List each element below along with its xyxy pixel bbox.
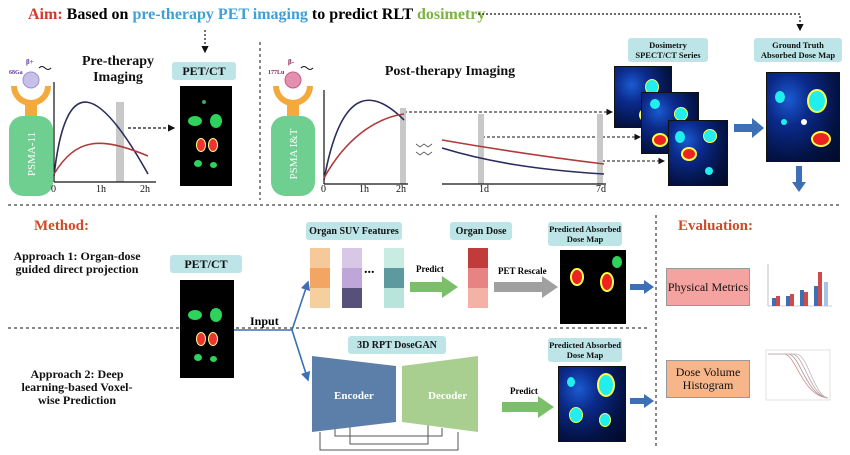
aim-text-pet: pre-therapy PET imaging <box>132 6 308 23</box>
aim-text-dosimetry: dosimetry <box>416 6 486 23</box>
input-fork-up <box>291 280 311 331</box>
organ-suv-features-label: Organ SUV Features <box>306 222 402 240</box>
evaluation-heading: Evaluation: <box>678 218 754 234</box>
pre-isotope-label: 68Ga <box>9 70 23 76</box>
predict-label-1: Predict <box>416 264 444 274</box>
pre-curve-dark <box>53 101 149 177</box>
predicted-map-1-label: Predicted Absorbed Dose Map <box>548 222 622 246</box>
post-tick-1h: 1h <box>359 184 369 195</box>
post-curve-red-early <box>323 113 405 179</box>
method-pet-ct-scan <box>180 280 234 378</box>
post-receptor-stem <box>287 102 299 116</box>
map1-to-metrics-arrow <box>630 280 654 294</box>
skip-connection-3 <box>319 432 459 451</box>
aim-title: Aim: Based on pre-therapy PET imaging to… <box>28 6 485 24</box>
post-tick-2h: 2h <box>396 184 406 195</box>
post-curve-red-late <box>441 139 605 165</box>
pre-tick-0: 0 <box>51 184 56 195</box>
skip-connection-1 <box>334 428 443 437</box>
dosegan-label: 3D RPT DoseGAN <box>348 336 446 354</box>
dosimetry-map-3 <box>668 120 728 186</box>
post-emission-label: β- <box>288 58 295 66</box>
aim-dotted-connector <box>478 13 804 32</box>
organ-suv-feature-blocks <box>310 248 404 308</box>
pre-ligand-label: PSMA-11 <box>26 131 38 177</box>
decoder-label: Decoder <box>428 390 468 402</box>
pre-pet-ct-label: PET/CT <box>172 62 236 80</box>
series-to-truth-arrow <box>734 118 764 138</box>
dose-volume-histogram-box: Dose Volume Histogram <box>666 360 750 398</box>
aim-label: Aim: <box>28 6 63 23</box>
post-emission-wave <box>300 66 314 70</box>
predict-arrow-1 <box>410 276 458 298</box>
pet-rescale-label: PET Rescale <box>498 266 547 276</box>
post-isotope-sphere <box>284 71 302 89</box>
post-receptor-shape <box>273 86 313 106</box>
pre-emission-label: β+ <box>26 58 34 66</box>
post-curve-dark-late <box>441 147 605 175</box>
physical-metrics-box: Physical Metrics <box>666 268 750 306</box>
dosegan-network <box>312 356 478 432</box>
truth-down-arrow <box>792 166 806 192</box>
pre-curve-red <box>53 142 149 175</box>
pre-psma-illustration <box>9 66 53 196</box>
post-window-1d <box>478 114 484 184</box>
input-label: Input <box>250 314 279 328</box>
predicted-map-1-image <box>560 250 626 324</box>
post-tick-0: 0 <box>321 184 326 195</box>
physical-metrics-thumbnail <box>767 264 832 307</box>
post-therapy-curve-plot <box>323 90 606 185</box>
approach-2-text: Approach 2: Deep learning-based Voxel-wi… <box>21 367 133 407</box>
predict-arrow-2 <box>502 396 554 418</box>
predicted-map-2-image <box>558 366 626 442</box>
post-psma-illustration <box>271 66 315 196</box>
post-isotope-label: 177Lu <box>268 70 285 76</box>
post-ligand-body <box>271 116 315 196</box>
predicted-map-2-label: Predicted Absorbed Dose Map <box>548 338 622 362</box>
pre-emission-wave <box>38 66 52 70</box>
post-tick-7d: 7d <box>596 184 606 195</box>
skip-connection-2 <box>349 424 429 445</box>
ground-truth-label: Ground Truth Absorbed Dose Map <box>754 38 842 62</box>
predict-label-2: Predict <box>510 386 538 396</box>
pet-rescale-arrow <box>494 276 558 298</box>
dosimetry-series-label: Dosimetry SPECT/CT Series <box>628 38 708 62</box>
post-therapy-heading: Post-therapy Imaging <box>384 64 516 79</box>
encoder-block <box>312 356 396 432</box>
pre-tick-1h: 1h <box>96 184 106 195</box>
pre-therapy-curve-plot <box>53 82 156 183</box>
encoder-label: Encoder <box>334 390 374 402</box>
map2-to-histogram-arrow <box>630 394 654 408</box>
pre-therapy-heading: Pre-therapy Imaging <box>81 54 155 85</box>
pre-pet-ct-scan <box>180 86 232 186</box>
pre-sample-window <box>116 102 124 182</box>
ground-truth-map <box>766 72 840 162</box>
aim-text-2: to predict RLT <box>307 6 417 23</box>
aim-text-1: Based on <box>62 6 133 23</box>
pre-receptor-stem <box>25 102 37 116</box>
input-fork-down <box>291 329 311 382</box>
organ-dose-label: Organ Dose <box>450 222 512 240</box>
pre-receptor-shape <box>11 86 51 106</box>
dvh-thumbnail <box>765 349 831 401</box>
post-curve-dark-early <box>323 99 405 181</box>
post-time-break <box>415 143 433 156</box>
organ-dose-blocks <box>468 248 488 308</box>
method-heading: Method: <box>34 218 89 234</box>
post-window-7d <box>597 114 603 184</box>
post-tick-1d: 1d <box>479 184 489 195</box>
post-window-2h <box>400 108 406 184</box>
feature-ellipsis: ... <box>364 262 375 277</box>
pre-ligand-body <box>9 116 53 196</box>
approach-1-text: Approach 1: Organ-dose guided direct pro… <box>13 249 141 276</box>
post-ligand-label: PSMA I&T <box>288 128 300 180</box>
decoder-block <box>402 356 478 432</box>
method-pet-ct-label: PET/CT <box>170 255 242 273</box>
pre-tick-2h: 2h <box>140 184 150 195</box>
pre-isotope-sphere <box>22 71 40 89</box>
